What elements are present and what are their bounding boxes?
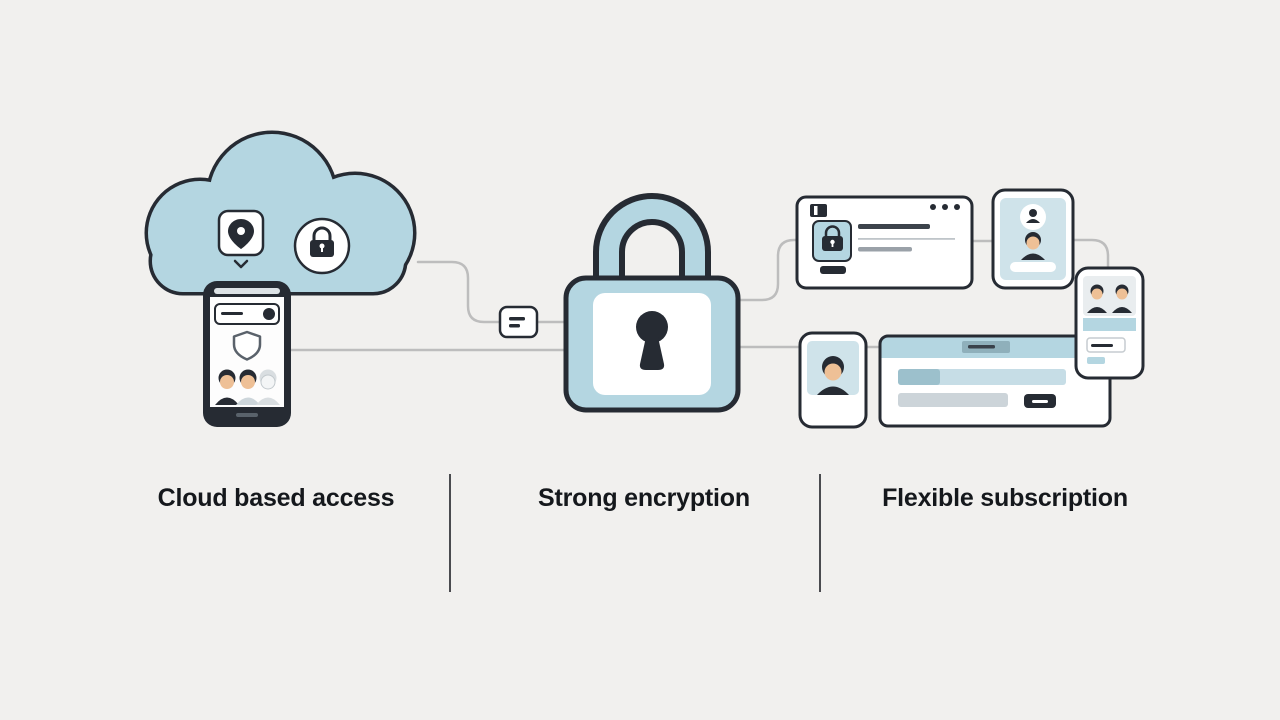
feature-label-cloud: Cloud based access xyxy=(157,484,395,512)
feature-label-subscription: Flexible subscription xyxy=(882,484,1128,512)
id-card-icon xyxy=(795,195,974,290)
lock-badge-icon xyxy=(293,217,351,275)
progress-bar xyxy=(898,393,1008,407)
phone-gallery-icon xyxy=(1074,266,1145,380)
divider xyxy=(819,474,821,592)
avatar-group xyxy=(215,369,280,405)
browser-window-icon xyxy=(878,334,1112,428)
padlock-icon xyxy=(563,193,741,413)
feature-label-encryption: Strong encryption xyxy=(538,484,750,512)
keyhole-icon xyxy=(636,311,668,370)
connector-chip-icon xyxy=(498,305,539,339)
cloud-icon xyxy=(148,134,413,292)
user-icon xyxy=(1029,209,1037,217)
location-pin-icon xyxy=(217,209,265,269)
card-lock-icon xyxy=(812,220,852,262)
phone-profile-icon xyxy=(991,188,1075,290)
menu-dots-icon xyxy=(930,204,936,210)
search-bar xyxy=(214,303,280,325)
phone-user-icon xyxy=(798,331,868,429)
card-text-line xyxy=(858,247,912,252)
smartphone-icon xyxy=(203,281,291,427)
chevron-down-icon xyxy=(233,259,249,269)
shield-icon xyxy=(232,330,262,361)
card-text-line xyxy=(858,224,930,229)
divider xyxy=(449,474,451,592)
